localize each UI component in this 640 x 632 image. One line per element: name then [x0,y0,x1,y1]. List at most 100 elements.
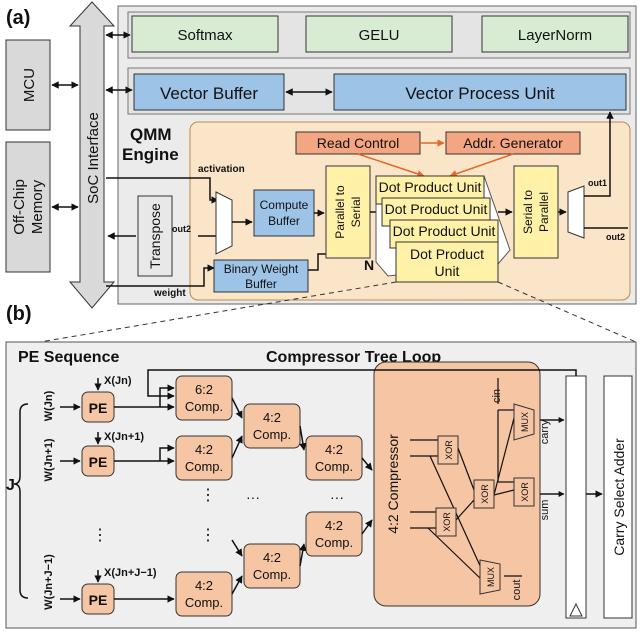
s2p-label-2: Parallel [537,192,551,232]
comp42-aux-in [159,444,175,461]
pe-vdots: ⋮ [92,527,108,544]
activation-label: activation [198,164,245,175]
weight-wire [106,264,215,287]
qmm-label-2: Engine [122,145,179,164]
x-label-0: X(Jn) [104,375,132,387]
comp42-l1-a-label-1: 4:2 [195,442,213,457]
comp42-l3-b-label-1: 4:2 [325,518,343,533]
comp42-l1-b-label-2: Comp. [185,595,223,610]
comp42-l3-a-label-1: 4:2 [325,442,343,457]
comp42-l3-a-label-2: Comp. [315,459,353,474]
layernorm-label: LayerNorm [518,27,592,44]
transpose-label: Transpose [147,203,163,269]
soc-interface-label: SoC Interface [85,112,102,204]
dpu-label-2: Dot Product Unit [385,201,488,217]
dpu-block-front [395,241,499,283]
offchip-label-1: Off-Chip [11,179,28,235]
l2-l3-link-a [299,425,307,451]
l1-vdots-2: ⋮ [200,527,216,544]
xor-gate-1 [437,435,459,465]
x-label-2: X(Jn+J−1) [104,567,157,579]
weight-label: weight [153,288,186,299]
p2s-label-2: Serial [349,197,363,228]
offchip-memory-block [5,141,51,273]
comp42-l2-b-label-2: Comp. [253,567,291,582]
w-label-1: W(Jn+1) [43,438,55,481]
compute-buffer-label-2: Buffer [268,214,300,228]
xor-gate-2 [435,507,457,537]
pe-label-1: PE [89,454,108,470]
comp42-l2-a-label-1: 4:2 [263,410,281,425]
read-dpu-link [357,153,425,178]
mcu-block [5,39,51,131]
mux-cout [479,559,501,595]
l2-hdots: ··· [246,489,260,505]
xor-label-2: XOR [442,512,452,532]
comp42-l2-b-label-1: 4:2 [263,550,281,565]
out1-wire [584,111,614,197]
compressor42-label: 4:2 Compressor [385,434,401,534]
out2-left-label: out2 [172,224,191,234]
vector-buffer-label: Vector Buffer [160,84,258,103]
qmm-label-1: QMM [130,125,172,144]
gelu-block [305,15,453,53]
mcu-label: MCU [21,68,38,102]
dpu-front-label-1: Dot Product [410,246,484,262]
bwb-label-1: Binary Weight [224,262,299,276]
n-label: N [364,257,374,273]
w-label-0: W(Jn) [43,390,55,421]
dpu-label-1: Dot Product Unit [379,179,482,195]
l3-main-link-b [361,519,373,535]
mux-carry-label: MUX [520,412,530,432]
vector-buffer-block [133,73,285,111]
zoom-line-right [497,281,637,343]
csa-label: Carry Select Adder [611,438,627,556]
dpu-front-label-2: Unit [435,263,460,279]
xor-gate-4 [513,477,535,507]
cin-label: cin [491,389,503,403]
csa-block [603,375,633,619]
x-label-1: X(Jn+1) [104,431,144,443]
feedback-loop-wire [147,369,577,400]
pe-label-0: PE [89,400,108,416]
l1-vdots: ⋮ [200,487,216,504]
read-control-label: Read Control [317,135,400,151]
bwb-label-2: Buffer [245,277,277,291]
gelu-label: GELU [359,27,400,44]
j-label: J [6,477,15,494]
comp42-l3-b-label-2: Comp. [315,535,353,550]
activation-wire [106,177,219,204]
l1-l2-link-d [231,539,243,557]
addr-dpu-link [449,153,514,178]
p2s-block [325,165,371,259]
comp42-l1-b-label-1: 4:2 [195,578,213,593]
pe-label-2: PE [89,592,108,608]
xor-gate-3 [473,479,495,509]
panel-b-label: (b) [6,303,32,325]
vpu-block [333,73,627,111]
mux-carry [513,403,535,441]
comp62-label-1: 6:2 [195,382,213,397]
addr-generator-label: Addr. Generator [463,135,563,151]
out2-right-label: out2 [606,232,625,242]
comp42-l1-a-label-2: Comp. [185,459,223,474]
soc-interface-arrow [68,1,116,309]
carry-label: carry [539,419,551,444]
comp42-l2-a-label-2: Comp. [253,427,291,442]
input-mux [215,191,233,255]
l1-l2-link-b [231,435,243,459]
mux-cout-label: MUX [486,567,496,587]
xor-label-4: XOR [520,482,530,502]
binary-weight-buffer-block [213,259,309,293]
l3-hdots: ··· [330,489,344,505]
register-clock-symbol [569,602,583,617]
compute-buffer-label-1: Compute [260,198,309,212]
softmax-label: Softmax [177,27,233,44]
xor-label-1: XOR [444,440,454,460]
pe-sequence-title: PE Sequence [18,349,119,366]
comp62-aux-in [159,384,175,407]
l3-main-link-a [361,457,373,471]
dpu-label-3: Dot Product Unit [393,223,496,239]
offchip-label-2: Memory [29,179,46,234]
